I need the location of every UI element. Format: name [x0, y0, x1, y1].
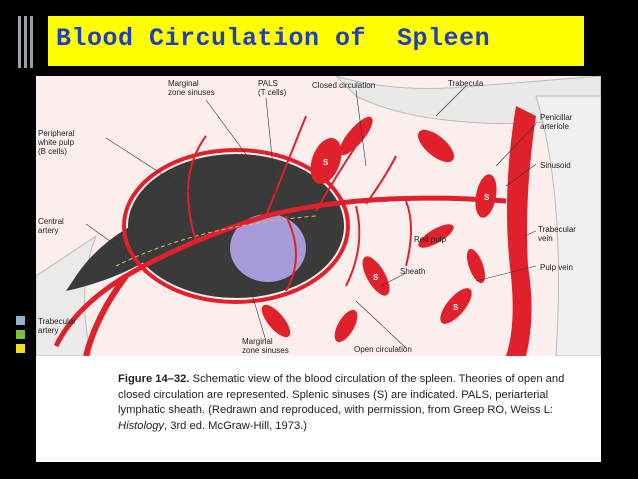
trabecular-vein-shape: [506, 106, 536, 356]
label-line: white pulp: [37, 138, 75, 147]
label-marginal-sinuses-bottom: Marginal zone sinuses: [242, 337, 289, 355]
label-line: zone sinuses: [168, 88, 215, 97]
spleen-diagram: S S S S Marginal zone sinuses PALS (T ce…: [36, 76, 601, 356]
label-line: zone sinuses: [242, 346, 289, 355]
label-line: Central: [38, 217, 64, 226]
label-line: Marginal: [168, 79, 199, 88]
label-red-pulp: Red pulp: [414, 235, 447, 244]
sinus-markers: S S S S: [323, 158, 490, 312]
label-trabecula: Trabecula: [448, 79, 484, 88]
sinus-s-label: S: [323, 158, 329, 167]
label-line: PALS: [258, 79, 278, 88]
figure-panel: S S S S Marginal zone sinuses PALS (T ce…: [36, 76, 601, 462]
label-line: Peripheral: [38, 129, 75, 138]
sinus-s-label: S: [484, 193, 490, 202]
label-line: Penicillar: [540, 113, 573, 122]
sinus-s-label: S: [453, 303, 459, 312]
title-bar: Blood Circulation of Spleen: [48, 16, 584, 66]
trabecula-right: [535, 95, 601, 356]
label-line: (T cells): [258, 88, 287, 97]
edge-decoration: [18, 16, 38, 68]
trabecular-artery-vessel: [83, 274, 129, 356]
label-line: Trabecular: [538, 225, 576, 234]
germinal-center: [230, 214, 306, 282]
sinus-s-label: S: [373, 273, 379, 282]
label-line: vein: [538, 234, 553, 243]
label-pulp-vein: Pulp vein: [540, 263, 573, 272]
label-sheath: Sheath: [400, 267, 425, 276]
figure-caption: Figure 14–32. Schematic view of the bloo…: [118, 372, 598, 434]
label-closed-circulation: Closed circulation: [312, 81, 375, 90]
label-leader-lines: [85, 85, 537, 349]
caption-text: Schematic view of the blood circulation …: [118, 373, 565, 417]
label-open-circulation: Open circulation: [354, 345, 412, 354]
label-line: artery: [38, 226, 58, 235]
slide-title: Blood Circulation of Spleen: [56, 24, 491, 53]
central-artery-vessel: [53, 195, 507, 348]
marginal-sinus-ring: [122, 148, 350, 304]
label-line: arteriole: [540, 122, 569, 131]
label-marginal-sinuses-top: Marginal zone sinuses: [168, 79, 215, 97]
splenic-sinuses: [261, 116, 497, 343]
label-line: (B cells): [38, 147, 67, 156]
label-trabecular-artery: Trabecular artery: [38, 317, 78, 335]
label-central-artery: Central artery: [38, 217, 66, 235]
caption-label: Figure 14–32.: [118, 373, 190, 385]
arterial-branches: [187, 115, 412, 292]
caption-end: , 3rd ed. McGraw-Hill, 1973.): [164, 419, 308, 432]
label-sinusoid: Sinusoid: [540, 161, 571, 170]
label-line: artery: [38, 326, 58, 335]
label-pals: PALS (T cells): [258, 79, 287, 97]
label-trabecular-vein: Trabecular vein: [538, 225, 578, 243]
label-peripheral-white-pulp: Peripheral white pulp (B cells): [37, 129, 77, 156]
label-line: Trabecular: [38, 317, 76, 326]
figure-labels: Marginal zone sinuses PALS (T cells) Clo…: [37, 79, 578, 355]
label-line: Marginal: [242, 337, 273, 346]
label-penicillar-arteriole: Penicillar arteriole: [540, 113, 575, 131]
caption-italic: Histology: [118, 419, 165, 432]
